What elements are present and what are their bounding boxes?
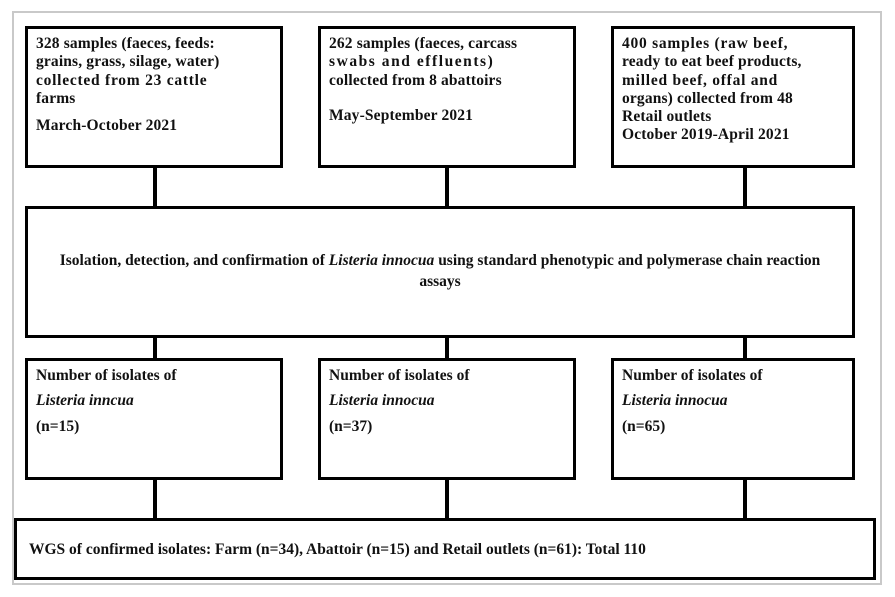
isolate-box-retail: Number of isolates of Listeria innocua (… (611, 358, 855, 480)
process-text-before: Isolation, detection, and confirmation o… (59, 252, 329, 270)
process-organism: Listeria innocua (328, 252, 435, 270)
process-box: Isolation, detection, and confirmation o… (25, 206, 855, 338)
retail-line-1: 400 samples (raw beef, (622, 35, 789, 52)
isolate-box-farm: Number of isolates of Listeria inncua (n… (25, 358, 283, 480)
iso-abattoir-count: (n=37) (329, 417, 373, 435)
iso-farm-heading: Number of isolates of (36, 367, 177, 384)
connector-process-to-isolates-farm (153, 335, 157, 361)
summary-box-wgs: WGS of confirmed isolates: Farm (n=34), … (14, 518, 876, 580)
abattoir-line-1: 262 samples (faeces, carcass (329, 35, 518, 52)
abattoir-spacer-2 (329, 98, 565, 107)
iso-retail-count: (n=65) (622, 417, 666, 435)
retail-line-4: organs) collected from 48 (622, 89, 793, 107)
farm-line-3: collected from 23 cattle (36, 71, 208, 89)
abattoir-spacer (329, 90, 565, 99)
iso-abattoir-organism: Listeria innocua (329, 392, 435, 410)
abattoir-line-3: collected from 8 abattoirs (329, 71, 502, 89)
farm-line-4: farms (36, 89, 76, 107)
connector-isolates-abattoir-to-summary (445, 477, 449, 521)
farm-spacer (36, 108, 272, 117)
iso-retail-heading: Number of isolates of (622, 367, 763, 384)
process-text-after: using standard phenotypic and polymerase… (419, 252, 821, 290)
connector-abattoir-to-process (445, 165, 449, 209)
connector-process-to-isolates-retail (743, 335, 747, 361)
connector-isolates-farm-to-summary (153, 477, 157, 521)
process-text: Isolation, detection, and confirmation o… (42, 251, 838, 293)
iso-abattoir-heading: Number of isolates of (329, 367, 470, 384)
retail-period: October 2019-April 2021 (622, 126, 790, 144)
source-box-retail: 400 samples (raw beef, ready to eat beef… (611, 26, 855, 168)
connector-farm-to-process (153, 165, 157, 209)
summary-text: WGS of confirmed isolates: Farm (n=34), … (29, 540, 646, 558)
iso-farm-organism: Listeria inncua (36, 392, 134, 410)
farm-line-1: 328 samples (faeces, feeds: (36, 35, 215, 52)
connector-isolates-retail-to-summary (743, 477, 747, 521)
retail-line-5: Retail outlets (622, 108, 712, 126)
connector-retail-to-process (743, 165, 747, 209)
farm-line-2: grains, grass, silage, water) (36, 53, 220, 71)
abattoir-period: May-September 2021 (329, 106, 474, 124)
iso-farm-count: (n=15) (36, 417, 80, 435)
retail-line-3: milled beef, offal and (622, 71, 778, 89)
isolate-box-abattoir: Number of isolates of Listeria innocua (… (318, 358, 576, 480)
farm-period: March-October 2021 (36, 116, 178, 134)
source-box-abattoir: 262 samples (faeces, carcass swabs and e… (318, 26, 576, 168)
connector-process-to-isolates-abattoir (445, 335, 449, 361)
source-box-farm: 328 samples (faeces, feeds: grains, gras… (25, 26, 283, 168)
retail-line-2: ready to eat beef products, (622, 53, 802, 71)
iso-retail-organism: Listeria innocua (622, 392, 728, 410)
abattoir-line-2: swabs and effluents) (329, 53, 495, 71)
